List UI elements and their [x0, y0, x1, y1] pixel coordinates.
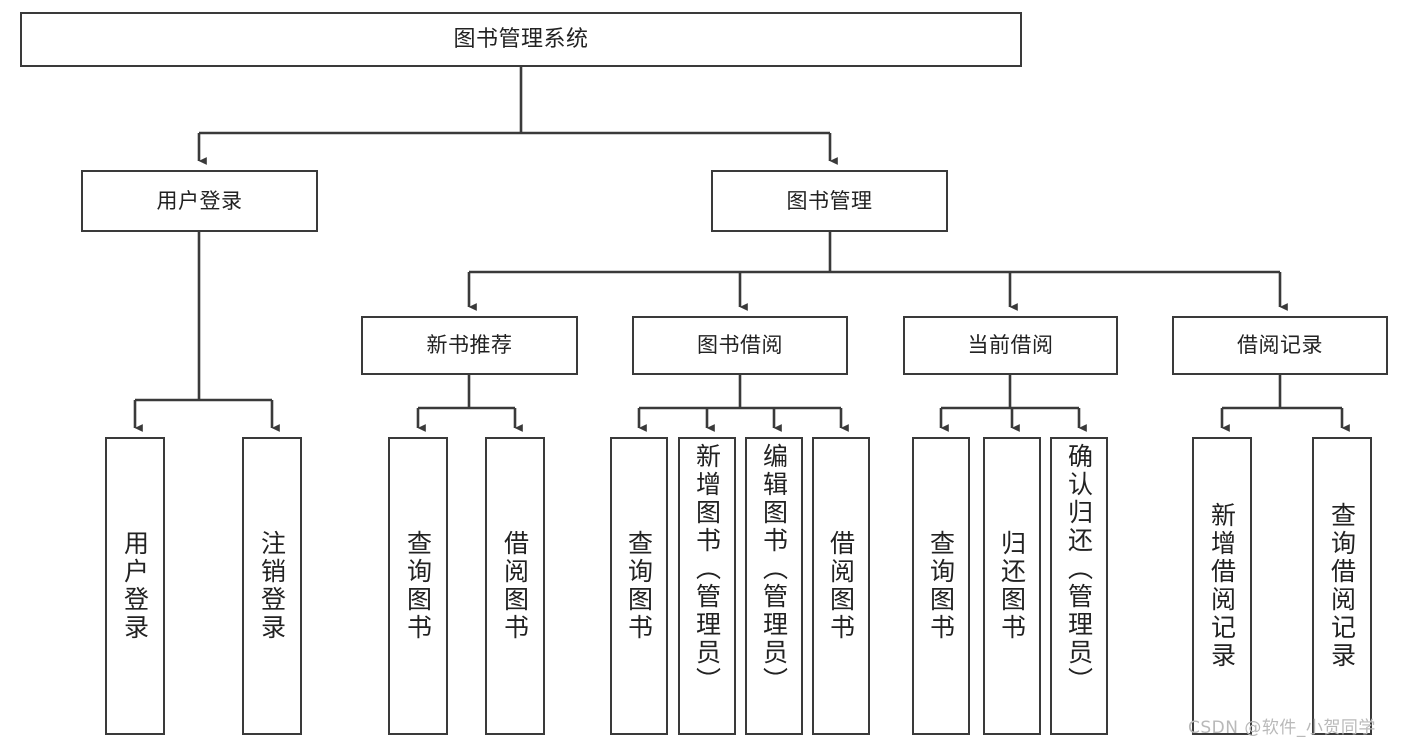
- node-root[interactable]: 图书管理系统: [20, 12, 1022, 67]
- node-leaf-return-book[interactable]: 归还图书: [983, 437, 1041, 735]
- node-label: 归还图书: [997, 530, 1027, 642]
- node-label: 新增图书（管理员）: [692, 443, 722, 695]
- node-label: 用户登录: [156, 188, 243, 213]
- node-leaf-user-logout[interactable]: 注销登录: [242, 437, 302, 735]
- node-label: 图书借阅: [697, 333, 783, 358]
- node-label: 图书管理系统: [453, 26, 589, 52]
- node-leaf-query-book-3[interactable]: 查询图书: [912, 437, 970, 735]
- node-label: 查询图书: [926, 530, 956, 642]
- node-leaf-borrow-book-1[interactable]: 借阅图书: [485, 437, 545, 735]
- node-user-login[interactable]: 用户登录: [81, 170, 318, 232]
- node-label: 用户登录: [120, 530, 150, 642]
- node-leaf-add-book[interactable]: 新增图书（管理员）: [678, 437, 736, 735]
- node-label: 确认归还（管理员）: [1064, 443, 1094, 695]
- node-leaf-edit-book[interactable]: 编辑图书（管理员）: [745, 437, 803, 735]
- node-label: 当前借阅: [967, 333, 1054, 358]
- node-current-borrow[interactable]: 当前借阅: [903, 316, 1118, 375]
- node-leaf-borrow-book-2[interactable]: 借阅图书: [812, 437, 870, 735]
- node-leaf-add-record[interactable]: 新增借阅记录: [1192, 437, 1252, 735]
- csdn-watermark: CSDN @软件_小贺同学: [1188, 718, 1376, 738]
- node-label: 新增借阅记录: [1207, 502, 1237, 670]
- node-label: 借阅图书: [826, 530, 856, 642]
- node-borrow-record[interactable]: 借阅记录: [1172, 316, 1388, 375]
- node-label: 新书推荐: [426, 333, 513, 358]
- node-book-borrow[interactable]: 图书借阅: [632, 316, 848, 375]
- node-label: 图书管理: [786, 188, 873, 213]
- node-label: 借阅图书: [500, 530, 530, 642]
- node-leaf-query-record[interactable]: 查询借阅记录: [1312, 437, 1372, 735]
- node-leaf-user-login[interactable]: 用户登录: [105, 437, 165, 735]
- node-leaf-query-book-2[interactable]: 查询图书: [610, 437, 668, 735]
- node-label: 查询图书: [403, 530, 433, 642]
- node-new-book-rec[interactable]: 新书推荐: [361, 316, 578, 375]
- node-leaf-confirm-return[interactable]: 确认归还（管理员）: [1050, 437, 1108, 735]
- node-label: 注销登录: [257, 530, 287, 642]
- node-label: 借阅记录: [1237, 333, 1323, 358]
- node-label: 查询图书: [624, 530, 654, 642]
- node-label: 查询借阅记录: [1327, 502, 1357, 670]
- node-leaf-query-book-1[interactable]: 查询图书: [388, 437, 448, 735]
- node-book-manage[interactable]: 图书管理: [711, 170, 948, 232]
- node-label: 编辑图书（管理员）: [759, 443, 789, 695]
